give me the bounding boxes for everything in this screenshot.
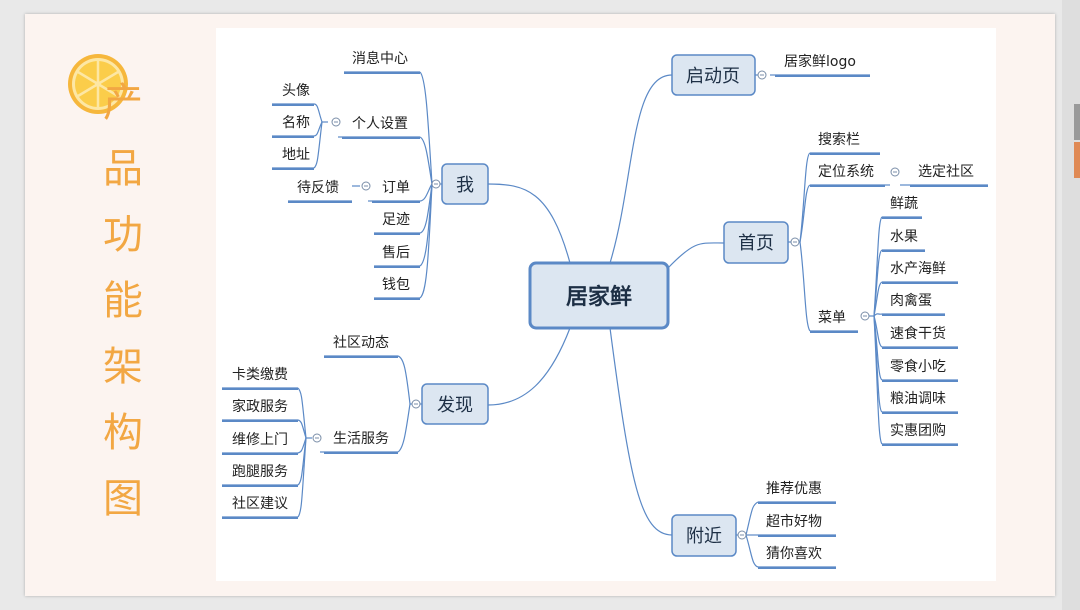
node-label: 启动页 bbox=[686, 66, 740, 87]
title-char: 构 bbox=[103, 410, 143, 456]
leaf-label: 生活服务 bbox=[333, 431, 389, 447]
title-char: 产 bbox=[103, 80, 143, 126]
leaf-label: 头像 bbox=[282, 83, 310, 99]
node-label: 首页 bbox=[738, 233, 774, 254]
leaf-label: 粮油调味 bbox=[890, 391, 946, 407]
leaf-label: 选定社区 bbox=[918, 164, 974, 180]
leaf-label: 名称 bbox=[282, 115, 310, 131]
leaf-label: 社区建议 bbox=[232, 496, 288, 512]
leaf-label: 速食干货 bbox=[890, 325, 946, 342]
node-label: 我 bbox=[456, 175, 474, 196]
center-node[interactable]: 居家鲜 bbox=[528, 261, 670, 330]
node-label: 附近 bbox=[686, 526, 722, 547]
leaf-label: 地址 bbox=[282, 147, 310, 163]
node-startup[interactable]: 启动页 bbox=[671, 54, 756, 96]
title-char: 功 bbox=[103, 212, 143, 258]
right-edge-panel bbox=[1062, 0, 1080, 610]
leaf-label: 订单 bbox=[382, 180, 410, 196]
title-char: 品 bbox=[103, 146, 143, 192]
leaf-label: 维修上门 bbox=[232, 432, 288, 448]
leaf-label: 个人设置 bbox=[352, 116, 408, 132]
leaf-label: 肉禽蛋 bbox=[890, 292, 932, 309]
title-char: 架 bbox=[103, 344, 143, 390]
leaf-label: 零食小吃 bbox=[890, 358, 946, 375]
leaf-label: 跑腿服务 bbox=[232, 464, 288, 480]
title-char: 图 bbox=[103, 476, 143, 522]
leaf-label: 钱包 bbox=[382, 277, 410, 293]
leaf-label: 足迹 bbox=[382, 212, 410, 228]
leaf-label: 超市好物 bbox=[766, 513, 822, 530]
leaf-label: 消息中心 bbox=[352, 50, 408, 67]
leaf-label: 居家鲜logo bbox=[784, 53, 856, 70]
node-label: 发现 bbox=[437, 395, 473, 416]
leaf-label: 社区动态 bbox=[333, 335, 389, 351]
leaf-label: 卡类缴费 bbox=[232, 367, 288, 383]
leaf-label: 水果 bbox=[890, 229, 918, 245]
leaf-label: 定位系统 bbox=[818, 164, 874, 180]
title-char: 能 bbox=[103, 278, 143, 324]
leaf-label: 家政服务 bbox=[232, 398, 288, 415]
leaf-label: 水产海鲜 bbox=[890, 261, 946, 277]
leaf-label: 菜单 bbox=[818, 310, 846, 326]
node-home[interactable]: 首页 bbox=[723, 221, 789, 264]
leaf-label: 待反馈 bbox=[297, 180, 339, 196]
scrollbar-thumb[interactable] bbox=[1074, 104, 1080, 140]
leaf-label: 实惠团购 bbox=[890, 423, 946, 439]
accent-marker bbox=[1074, 142, 1080, 178]
leaf-label: 推荐优惠 bbox=[766, 481, 822, 497]
node-discover[interactable]: 发现 bbox=[421, 383, 489, 425]
node-me[interactable]: 我 bbox=[441, 163, 489, 205]
leaf-label: 鲜蔬 bbox=[890, 196, 918, 212]
center-label: 居家鲜 bbox=[566, 284, 632, 310]
lemon-slice-icon bbox=[68, 54, 128, 114]
leaf-label: 搜索栏 bbox=[818, 131, 860, 148]
leaf-label: 猜你喜欢 bbox=[766, 546, 822, 562]
slide-title: 产 品 功 能 架 构 图 bbox=[90, 70, 156, 532]
leaf-label: 售后 bbox=[382, 245, 410, 261]
node-nearby[interactable]: 附近 bbox=[671, 514, 737, 557]
